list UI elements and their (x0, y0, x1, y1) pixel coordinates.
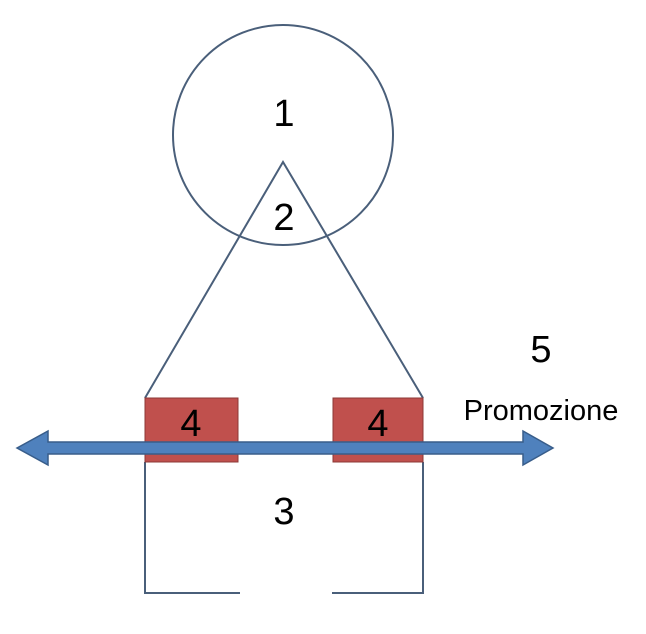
triangle-outline (144, 160, 424, 399)
base-bracket-left (144, 462, 240, 594)
label-base: 3 (273, 491, 294, 533)
label-promozione: Promozione (464, 395, 619, 427)
label-five: 5 (530, 329, 551, 371)
label-circle: 1 (273, 93, 294, 135)
label-box-right: 4 (367, 403, 388, 445)
base-bracket-right (332, 462, 424, 594)
head-circle (172, 24, 394, 246)
label-box-left: 4 (180, 403, 201, 445)
label-triangle: 2 (273, 197, 294, 239)
double-arrow (15, 429, 555, 467)
